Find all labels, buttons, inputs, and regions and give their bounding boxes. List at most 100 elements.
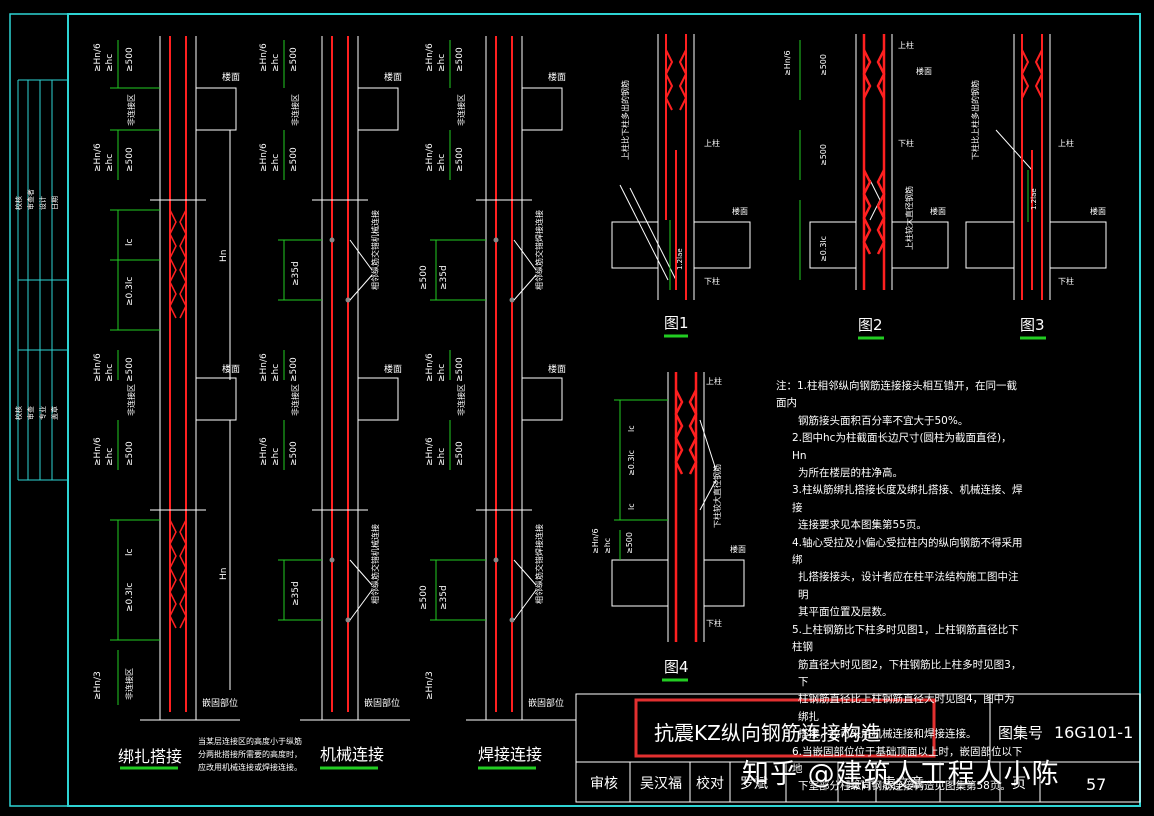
dim-hc-4: ≥hc xyxy=(105,448,115,466)
w-note-2: 相邻纵筋交错焊接连接 xyxy=(534,524,544,604)
w-500-2: ≥500 xyxy=(455,147,465,172)
w-500-4: ≥500 xyxy=(455,441,465,466)
note-line: 连接要求见本图集第55页。 xyxy=(798,519,927,532)
strip-top-3: 日期 xyxy=(51,196,59,210)
embed-1: 嵌固部位 xyxy=(202,697,238,709)
m-floor-a: 楼面 xyxy=(384,71,402,83)
note-line: 柱钢筋直径比上柱钢筋直径大时见图4，图中为绑扎 xyxy=(798,693,1015,723)
fig2-floor2: 楼面 xyxy=(930,206,946,216)
floor-1b: 楼面 xyxy=(222,363,240,375)
side-strip-text: 校核 审查者 设计 日期 校核 审查 专业 盖章 xyxy=(14,189,59,420)
floor-1a: 楼面 xyxy=(222,71,240,83)
dim-500-3: ≥500 xyxy=(125,357,135,382)
w-note-1: 相邻纵筋交错焊接连接 xyxy=(534,210,544,290)
dim-hn6-3: ≥Hn/6 xyxy=(93,353,103,382)
fig1-dim: 1.2lae xyxy=(676,248,684,270)
dim-500-4: ≥500 xyxy=(125,441,135,466)
m-embed: 嵌固部位 xyxy=(364,697,400,709)
w-nonconn-2: 非连接区 xyxy=(456,384,466,416)
note-line: 搭接，也可采用机械连接和焊接连接。 xyxy=(798,728,977,741)
fig4-floor: 楼面 xyxy=(730,544,746,554)
review-label: 审核 xyxy=(590,776,618,792)
dim-hn3: ≥Hn/3 xyxy=(93,671,103,700)
design-label: 设计 xyxy=(846,776,874,792)
strip-bot-2: 专业 xyxy=(38,406,47,420)
figure-3: 下柱比上柱多出的钢筋 上柱 楼面 下柱 1.2lae 图3 xyxy=(965,34,1107,340)
w-hn6-3: ≥Hn/6 xyxy=(425,353,435,382)
w-hn6-1: ≥Hn/6 xyxy=(425,43,435,72)
fig3-floor: 楼面 xyxy=(1090,206,1106,216)
dim-500-2: ≥500 xyxy=(125,147,135,172)
watermark: 知乎 @建筑人工程人小陈 xyxy=(742,759,1060,790)
w-hn6-4: ≥Hn/6 xyxy=(425,437,435,466)
fig1-upper: 上柱 xyxy=(704,138,720,148)
m-hn6-1: ≥Hn/6 xyxy=(259,43,269,72)
dim-hn6-4: ≥Hn/6 xyxy=(93,437,103,466)
note-line: 下室部分柱纵向钢筋连接构造见图集第58页。 xyxy=(798,780,1011,793)
dim-nonconn-3: 非连接区 xyxy=(124,668,134,700)
m-hn6-2: ≥Hn/6 xyxy=(259,143,269,172)
strip-top-1: 审查者 xyxy=(26,189,35,210)
fig4-hc: ≥hc xyxy=(603,538,612,554)
side-strip xyxy=(17,79,68,481)
m-500-3: ≥500 xyxy=(289,357,299,382)
lap-footnote-2: 应改用机械连接或焊接连接。 xyxy=(198,762,302,772)
dim-l03-2: ≥0.3lc xyxy=(125,583,135,612)
note-line: 注：1.柱相邻纵向钢筋连接接头相互错开，在同一截面内 xyxy=(776,380,1018,410)
dim-hn6-2: ≥Hn/6 xyxy=(93,143,103,172)
m-hn6-4: ≥Hn/6 xyxy=(259,437,269,466)
strip-bot-1: 审查 xyxy=(26,406,35,420)
m-hc-3: ≥hc xyxy=(271,364,281,382)
w-floor-b: 楼面 xyxy=(548,363,566,375)
figure-1: 上柱比下柱多出的钢筋 上柱 楼面 下柱 1.2lae 图1 xyxy=(611,34,751,338)
m-hc-4: ≥hc xyxy=(271,448,281,466)
m-500-2: ≥500 xyxy=(289,147,299,172)
w-hc-4: ≥hc xyxy=(437,448,447,466)
w-500-1: ≥500 xyxy=(455,47,465,72)
atlas-number: 16G101-1 xyxy=(1054,723,1133,742)
dim-lc-2: lc xyxy=(125,548,135,556)
fig1-label: 图1 xyxy=(664,314,689,332)
caption-weld: 焊接连接 xyxy=(478,745,542,764)
inner-frame xyxy=(67,13,1141,807)
fig1-floor: 楼面 xyxy=(732,206,748,216)
dim-l03-1: ≥0.3lc xyxy=(125,277,135,306)
fig2-upper: 上柱 xyxy=(898,40,914,50)
title-block: 抗震KZ纵向钢筋连接构造 图集号 16G101-1 审核 吴汉福 校对 罗斌 设… xyxy=(575,693,1141,803)
dim-hn6-1: ≥Hn/6 xyxy=(93,43,103,72)
strip-top-0: 校核 xyxy=(14,196,23,210)
w-floor-a: 楼面 xyxy=(548,71,566,83)
note-line: 5.上柱钢筋比下柱多时见图1，上柱钢筋直径比下柱钢 xyxy=(792,623,1019,654)
atlas-label: 图集号 xyxy=(998,724,1043,742)
w-hc-3: ≥hc xyxy=(437,364,447,382)
note-line: 钢筋接头面积百分率不宜大于50%。 xyxy=(798,414,969,427)
note-line: 为所在楼层的柱净高。 xyxy=(798,467,903,480)
reviewer: 吴汉福 xyxy=(640,776,682,792)
fig2-lower: 下柱 xyxy=(898,138,914,148)
note-line: 筋直径大时见图2，下柱钢筋比上柱多时见图3，下 xyxy=(798,658,1022,688)
check-label: 校对 xyxy=(696,775,724,792)
fig2-500b: ≥500 xyxy=(819,144,828,166)
w-500b-1: ≥500 xyxy=(419,265,429,290)
figure-4: 上柱 下柱较大直径钢筋 楼面 下柱 lc ≥0.3lc lc ≥Hn/6 ≥hc… xyxy=(591,372,746,682)
w-500-3: ≥500 xyxy=(455,357,465,382)
fig2-l03: ≥0.3lc xyxy=(819,236,828,262)
lap-footnote-1: 分两批搭接所需要的高度时， xyxy=(198,749,302,759)
m-500-4: ≥500 xyxy=(289,441,299,466)
caption-mech: 机械连接 xyxy=(320,745,384,764)
column-welded: ≥Hn/6 ≥hc ≥500 非连接区 ≥Hn/6 ≥hc ≥500 ≥500 … xyxy=(419,36,576,721)
notes-block: 注：1.柱相邻纵向钢筋连接接头相互错开，在同一截面内 钢筋接头面积百分率不宜大于… xyxy=(776,378,1024,796)
w-nonconn-1: 非连接区 xyxy=(456,94,466,126)
page-label: 页 xyxy=(1012,776,1026,792)
fig3-label: 图3 xyxy=(1020,316,1045,334)
fig2-500: ≥500 xyxy=(819,54,828,76)
dim-hn-2: Hn xyxy=(219,568,229,580)
fig2-label: 图2 xyxy=(858,316,883,334)
fig2-note: 上柱较大直径钢筋 xyxy=(904,186,914,250)
dim-hc-3: ≥hc xyxy=(105,364,115,382)
column-captions: 绑扎搭接 机械连接 焊接连接 当某层连接区的高度小于纵筋 分两批搭接所需要的高度… xyxy=(118,736,542,772)
fig4-upper: 上柱 xyxy=(706,376,722,386)
note-line: 3.柱纵筋绑扎搭接长度及绑扎搭接、机械连接、焊接 xyxy=(792,484,1023,514)
w-35d-1: ≥35d xyxy=(439,265,449,290)
